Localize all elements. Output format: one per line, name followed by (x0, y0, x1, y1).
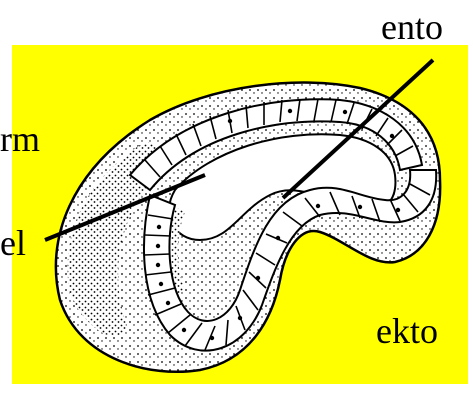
label-ento: ento (381, 9, 443, 45)
label-el: el (0, 225, 26, 261)
label-rm: rm (0, 121, 40, 157)
label-ekto: ekto (376, 313, 438, 349)
